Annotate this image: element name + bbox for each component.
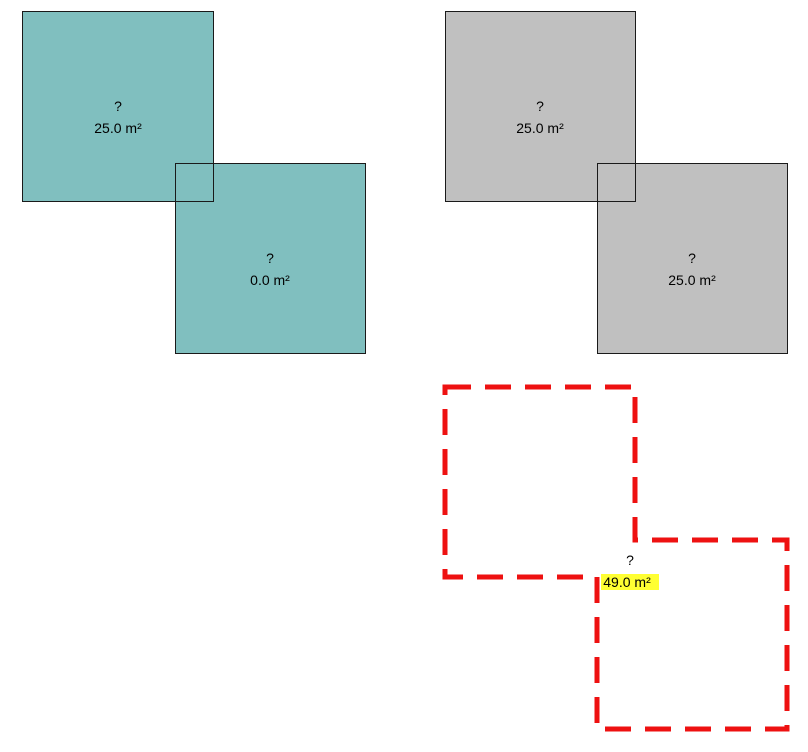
gray-square-bottom[interactable]: [597, 163, 788, 354]
teal-bottom-label: ? 0.0 m²: [210, 247, 330, 291]
gray-top-label: ? 25.0 m²: [480, 95, 600, 139]
union-name: ?: [626, 552, 634, 568]
teal-bottom-name: ?: [266, 250, 274, 266]
gray-bottom-label: ? 25.0 m²: [632, 247, 752, 291]
gray-square-top[interactable]: [445, 11, 636, 202]
teal-top-area: 25.0 m²: [94, 120, 142, 136]
teal-top-name: ?: [114, 98, 122, 114]
gray-top-name: ?: [536, 98, 544, 114]
gray-bottom-area: 25.0 m²: [668, 272, 716, 288]
union-label: ? 49.0 m²: [570, 549, 690, 593]
gray-overlap-outline: [597, 163, 636, 202]
teal-square-top[interactable]: [22, 11, 214, 202]
gray-bottom-name: ?: [688, 250, 696, 266]
teal-bottom-area: 0.0 m²: [250, 272, 290, 288]
union-area-wrap: 49.0 m²: [570, 571, 690, 593]
teal-top-label: ? 25.0 m²: [58, 95, 178, 139]
teal-overlap-outline: [175, 163, 214, 202]
union-outline-path[interactable]: [442, 384, 790, 732]
gray-top-area: 25.0 m²: [516, 120, 564, 136]
union-area: 49.0 m²: [601, 574, 659, 590]
teal-square-bottom[interactable]: [175, 163, 366, 354]
